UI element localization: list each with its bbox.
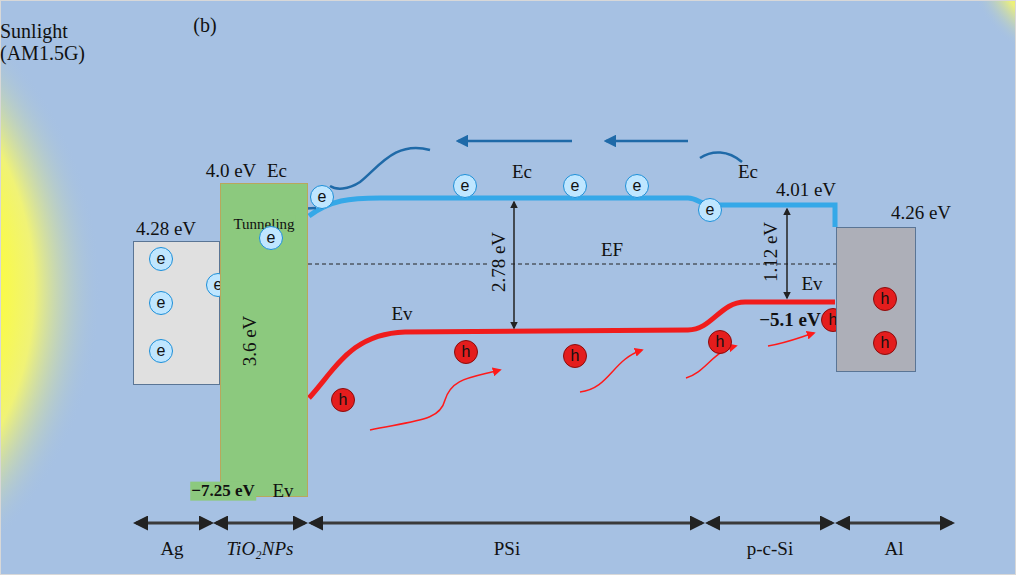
gap-dimension	[513, 202, 515, 328]
conduction-band	[309, 198, 835, 227]
energy-label: 4.26 eV	[891, 203, 951, 224]
figure-label: (b)	[193, 14, 216, 36]
electron: e	[149, 291, 173, 315]
hole: h	[708, 330, 732, 354]
carrier-symbol: h	[571, 347, 580, 365]
electron-flow-arrow	[606, 140, 688, 143]
band-label: 1.12 eV	[761, 222, 782, 282]
band-label: Ev	[391, 304, 412, 325]
electron-flow-arrow	[458, 140, 572, 143]
layer-extent	[838, 522, 952, 525]
fermi-level	[308, 264, 836, 265]
carrier-symbol: h	[339, 391, 348, 409]
valence-band	[309, 302, 835, 398]
carrier-symbol: e	[318, 188, 327, 206]
carrier-symbol: e	[461, 177, 470, 195]
electron-flow-arrow	[700, 152, 742, 162]
band-label: Ev	[801, 274, 822, 295]
band-label: 4.01 eV	[776, 180, 836, 201]
hole-flow-arrow	[580, 350, 642, 392]
electron: e	[310, 185, 334, 209]
hole-flow-arrow	[370, 370, 500, 430]
carrier-symbol: e	[157, 250, 166, 268]
carrier-symbol: h	[462, 343, 471, 361]
band-label: 2.78 eV	[489, 230, 510, 294]
hole: h	[454, 340, 478, 364]
electron: e	[625, 174, 649, 198]
carrier-symbol: h	[716, 333, 725, 351]
energy-label: Ev	[272, 481, 293, 502]
energy-label: 4.0 eV	[206, 161, 257, 182]
carrier-symbol: e	[267, 229, 276, 247]
hole: h	[563, 344, 587, 368]
hole: h	[873, 331, 897, 355]
energy-label: Ec	[267, 161, 287, 182]
electron: e	[149, 339, 173, 363]
carrier-symbol: e	[571, 177, 580, 195]
layer-name: TiO₂NPs	[227, 539, 294, 560]
hole-flow-arrow	[768, 333, 814, 346]
band-label: Ec	[512, 162, 532, 183]
al-layer: 4.26 eVhh	[836, 227, 916, 372]
carrier-symbol: h	[881, 334, 890, 352]
electron: e	[149, 247, 173, 271]
hole: h	[331, 388, 355, 412]
electron: e	[453, 174, 477, 198]
layer-name: p-c-Si	[747, 539, 793, 560]
layer-name: PSi	[494, 539, 520, 560]
layer-extent	[311, 522, 702, 525]
energy-label: 4.28 eV	[136, 219, 196, 240]
carrier-symbol: e	[157, 294, 166, 312]
electron-flow-arrow	[330, 148, 430, 189]
electron: e	[563, 174, 587, 198]
energy-label: −7.25 eV	[190, 482, 256, 501]
layer-name: Al	[885, 539, 904, 560]
band-label: EF	[601, 240, 623, 261]
gap-dimension	[786, 209, 788, 298]
layer-extent	[708, 522, 832, 525]
tio2-layer: 4.0 eVEcTunneling3.6 eV−7.25 eVEve	[220, 183, 308, 497]
carrier-symbol: h	[881, 290, 890, 308]
carrier-symbol: e	[706, 201, 715, 219]
figure-label: Sunlight (AM1.5G)	[0, 20, 110, 64]
band-label: Ec	[738, 162, 758, 183]
electron: e	[698, 198, 722, 222]
layer-extent	[136, 522, 211, 525]
electron: e	[259, 226, 283, 250]
layer-extent	[216, 522, 305, 525]
carrier-symbol: e	[157, 342, 166, 360]
carrier-symbol: e	[633, 177, 642, 195]
layer-name: Ag	[160, 539, 183, 560]
ag-layer: 4.28 eVeee	[133, 241, 220, 385]
hole: h	[873, 287, 897, 311]
band-label: −5.1 eV	[759, 310, 820, 331]
energy-label: 3.6 eV	[240, 316, 261, 367]
